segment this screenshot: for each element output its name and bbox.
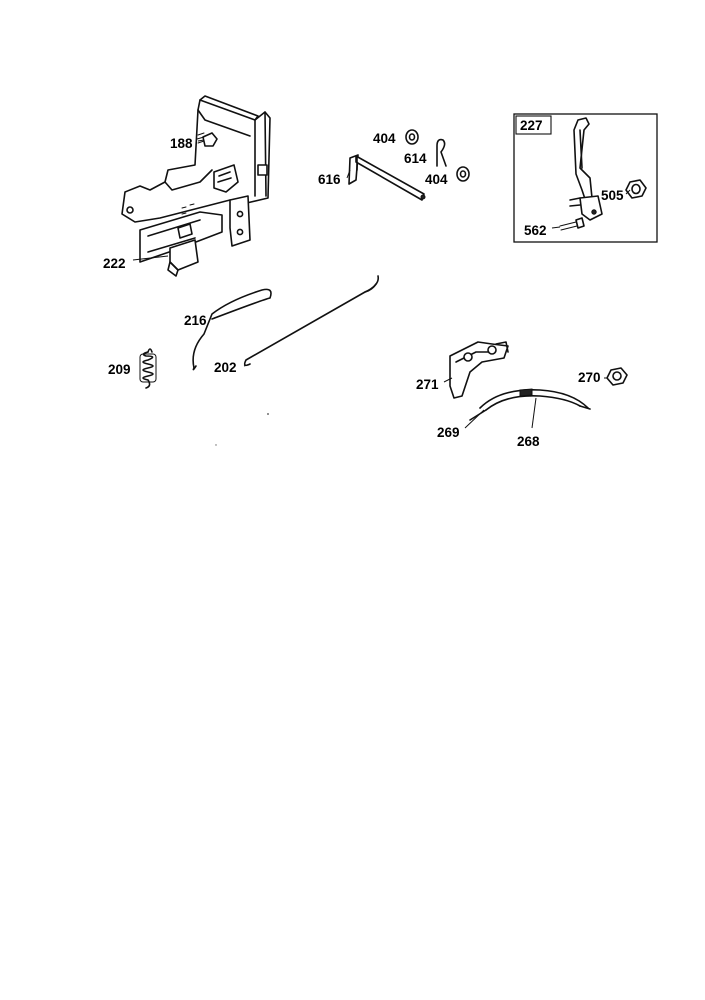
cable-268 — [469, 388, 591, 421]
label-269: 269 — [437, 425, 460, 440]
inset-label-box — [515, 115, 552, 135]
label-227: 227 — [520, 118, 543, 133]
label-505: 505 — [601, 188, 624, 203]
leader-268 — [531, 397, 537, 429]
label-404-upper: 404 — [373, 131, 396, 146]
clip-614 — [436, 138, 447, 167]
label-562: 562 — [524, 223, 547, 238]
link-216 — [192, 288, 272, 371]
label-188: 188 — [170, 136, 193, 151]
label-271: 271 — [416, 377, 439, 392]
leader-269 — [464, 409, 485, 429]
leader-216 — [213, 315, 221, 319]
washer-404-upper — [405, 129, 419, 145]
label-222: 222 — [103, 256, 126, 271]
label-209: 209 — [108, 362, 131, 377]
label-216: 216 — [184, 313, 207, 328]
bolt-188 — [196, 132, 218, 147]
bracket-271 — [449, 341, 509, 399]
nut-505 — [625, 179, 647, 199]
inset-frame — [513, 113, 658, 243]
leader-222 — [132, 255, 169, 261]
washer-404-lower — [456, 166, 470, 182]
shaft-616 — [348, 154, 426, 201]
label-616: 616 — [318, 172, 341, 187]
control-bracket-222 — [121, 95, 271, 277]
label-404-lower: 404 — [425, 172, 448, 187]
spring-209 — [139, 348, 157, 389]
leader-505 — [625, 189, 631, 195]
speck — [215, 444, 217, 446]
label-614: 614 — [404, 151, 427, 166]
label-270: 270 — [578, 370, 601, 385]
leader-202 — [243, 363, 251, 367]
leader-188 — [197, 139, 205, 142]
leader-271 — [443, 377, 453, 383]
label-268: 268 — [517, 434, 540, 449]
label-202: 202 — [214, 360, 237, 375]
inset-227 — [513, 113, 658, 243]
leader-616 — [346, 169, 351, 179]
speck — [267, 413, 269, 415]
leader-562 — [551, 226, 561, 229]
nut-270 — [606, 367, 628, 386]
